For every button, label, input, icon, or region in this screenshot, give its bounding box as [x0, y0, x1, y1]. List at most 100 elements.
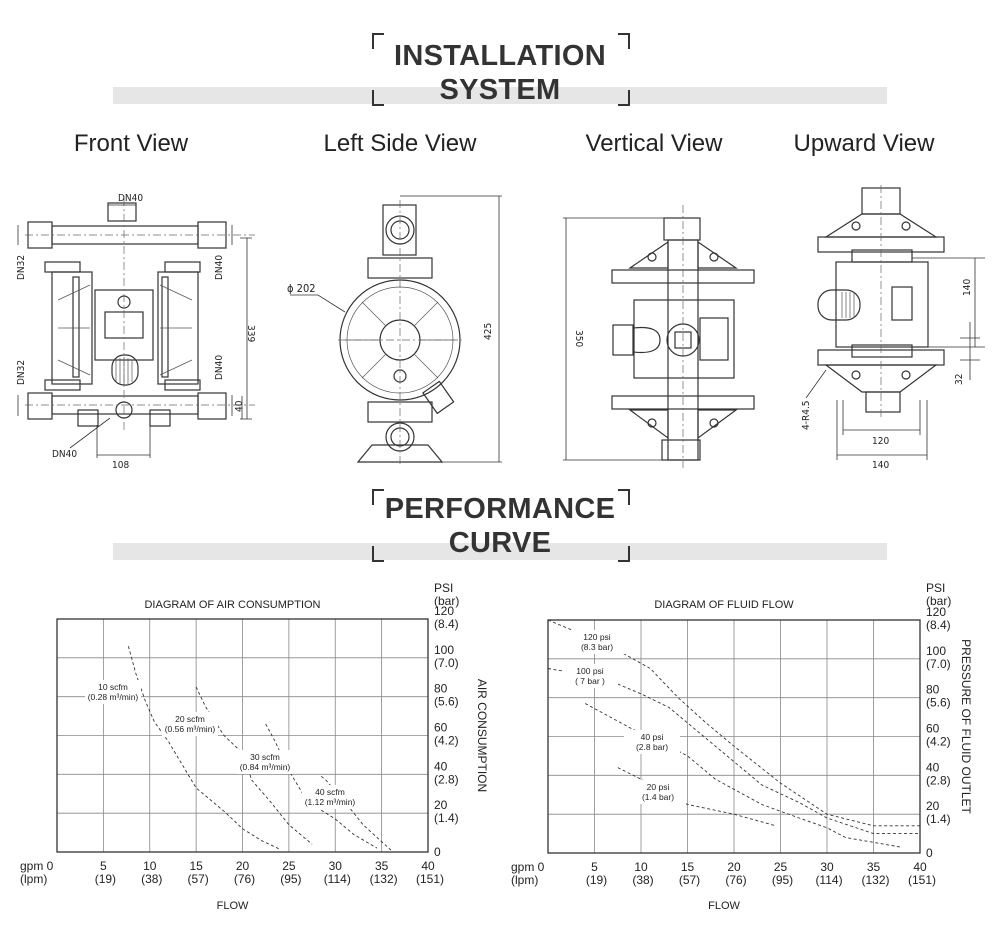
y-unit-label: (bar)	[434, 594, 459, 608]
view-title-left-side: Left Side View	[323, 130, 477, 157]
y-tick-bar-label: (4.2)	[926, 735, 951, 749]
x-tick-label: 15	[189, 859, 203, 873]
series-label: 10 scfm	[98, 682, 128, 692]
y-tick-bar-label: (7.0)	[434, 656, 459, 670]
y-tick-label: 40	[926, 760, 940, 774]
x-tick-lpm-label: (19)	[586, 873, 607, 887]
x-tick-lpm-label: (151)	[416, 872, 444, 886]
x-tick-lpm-label: (57)	[679, 873, 700, 887]
y-tick-label: 80	[434, 682, 448, 696]
x-tick-label: 10	[634, 860, 648, 874]
x-tick-label: 20	[236, 859, 250, 873]
series-sublabel: (1.4 bar)	[642, 792, 674, 802]
x-unit-label: gpm 0	[20, 859, 54, 873]
plot-frame	[547, 619, 921, 854]
x-unit-label: (lpm)	[511, 873, 538, 887]
dim-120: 120	[872, 436, 889, 447]
y-tick-bar-label: (5.6)	[434, 695, 459, 709]
dim-dn40-right-lower: DN40	[214, 355, 225, 380]
series-label: 40 scfm	[315, 787, 345, 797]
x-unit-label: (lpm)	[20, 872, 47, 886]
x-tick-label: 25	[774, 860, 788, 874]
y-tick-label: 100	[434, 643, 454, 657]
x-tick-lpm-label: (95)	[772, 873, 793, 887]
heading-line-1: PERFORMANCE	[384, 493, 616, 525]
dim-339: 339	[245, 325, 256, 342]
chart-fluid-flow: DIAGRAM OF FLUID FLOWPSI(bar)020(1.4)40(…	[511, 581, 973, 912]
x-tick-lpm-label: (19)	[95, 872, 116, 886]
dim-dn32-upper: DN32	[16, 255, 27, 280]
bracket-corner	[618, 33, 630, 49]
x-tick-lpm-label: (132)	[370, 872, 398, 886]
y-tick-bar-label: (2.8)	[434, 772, 459, 786]
x-tick-lpm-label: (151)	[908, 873, 936, 887]
view-title-front: Front View	[73, 130, 189, 157]
chart-air-consumption: DIAGRAM OF AIR CONSUMPTIONPSI(bar)020(1.…	[20, 581, 489, 912]
x-tick-lpm-label: (38)	[141, 872, 162, 886]
series-sublabel: (2.8 bar)	[636, 742, 668, 752]
dim-108: 108	[112, 460, 129, 471]
y-tick-label: 20	[926, 799, 940, 813]
bracket-corner	[618, 489, 630, 505]
series-sublabel: ( 7 bar )	[575, 676, 605, 686]
series-label-bg	[302, 785, 358, 809]
y-tick-label: 60	[434, 721, 448, 735]
y-tick-bar-label: (8.4)	[926, 618, 951, 632]
series-sublabel: (0.84 m³/min)	[240, 762, 291, 772]
view-title-vertical: Vertical View	[585, 130, 723, 157]
y-tick-bar-label: (4.2)	[434, 734, 459, 748]
x-tick-label: 40	[421, 859, 435, 873]
x-tick-lpm-label: (114)	[815, 873, 842, 887]
header-band	[113, 543, 887, 560]
dim-dn40-top: DN40	[118, 193, 143, 204]
series-label-bg	[630, 780, 686, 804]
x-tick-lpm-label: (76)	[234, 872, 255, 886]
bracket-corner	[618, 90, 630, 106]
series-label: 30 scfm	[250, 752, 280, 762]
y-unit-label: (bar)	[926, 594, 951, 608]
chart-title: DIAGRAM OF AIR CONSUMPTION	[144, 599, 320, 611]
dim-140-vertical: 140	[962, 279, 973, 296]
x-tick-label: 15	[681, 860, 695, 874]
x-tick-lpm-label: (132)	[861, 873, 889, 887]
dim-dn40-bottom: DN40	[52, 449, 77, 460]
y-tick-label: 0	[434, 845, 441, 859]
y-tick-bar-label: (1.4)	[926, 812, 951, 826]
y-tick-bar-label: (7.0)	[926, 657, 951, 671]
bracket-corner	[372, 90, 384, 106]
series-label-bg	[237, 750, 293, 774]
x-tick-label: 30	[820, 860, 834, 874]
x-tick-label: 30	[329, 859, 343, 873]
series-sublabel: (1.12 m³/min)	[305, 797, 356, 807]
installation-heading: INSTALLATION SYSTEM	[380, 39, 620, 107]
dim-diameter-202: ϕ 202	[287, 282, 316, 295]
series-line	[127, 646, 280, 850]
heading-line-2: SYSTEM	[439, 74, 561, 106]
y-tick-label: 100	[926, 644, 946, 658]
x-tick-label: 40	[913, 860, 927, 874]
y-tick-label: 40	[434, 759, 448, 773]
x-axis-title: FLOW	[708, 900, 740, 912]
y-tick-label: 20	[434, 798, 448, 812]
x-tick-lpm-label: (57)	[187, 872, 208, 886]
bracket-corner	[618, 546, 630, 562]
x-tick-label: 5	[100, 859, 107, 873]
y-tick-bar-label: (1.4)	[434, 811, 459, 825]
series-label: 20 scfm	[175, 714, 205, 724]
dim-140-horizontal: 140	[872, 460, 889, 471]
x-tick-lpm-label: (95)	[280, 872, 301, 886]
x-tick-lpm-label: (38)	[632, 873, 653, 887]
x-tick-lpm-label: (114)	[324, 872, 351, 886]
series-label: 100 psi	[576, 666, 604, 676]
y-axis-title: AIR CONSUMPTION	[475, 679, 489, 792]
series-label-bg	[569, 630, 625, 654]
series-sublabel: (0.28 m³/min)	[88, 692, 139, 702]
x-tick-label: 35	[375, 859, 389, 873]
y-tick-label: 60	[926, 722, 940, 736]
x-axis-title: FLOW	[217, 900, 249, 912]
x-tick-label: 25	[282, 859, 296, 873]
bracket-corner	[372, 489, 384, 505]
series-label-bg	[562, 664, 618, 688]
dim-32: 32	[954, 374, 965, 385]
